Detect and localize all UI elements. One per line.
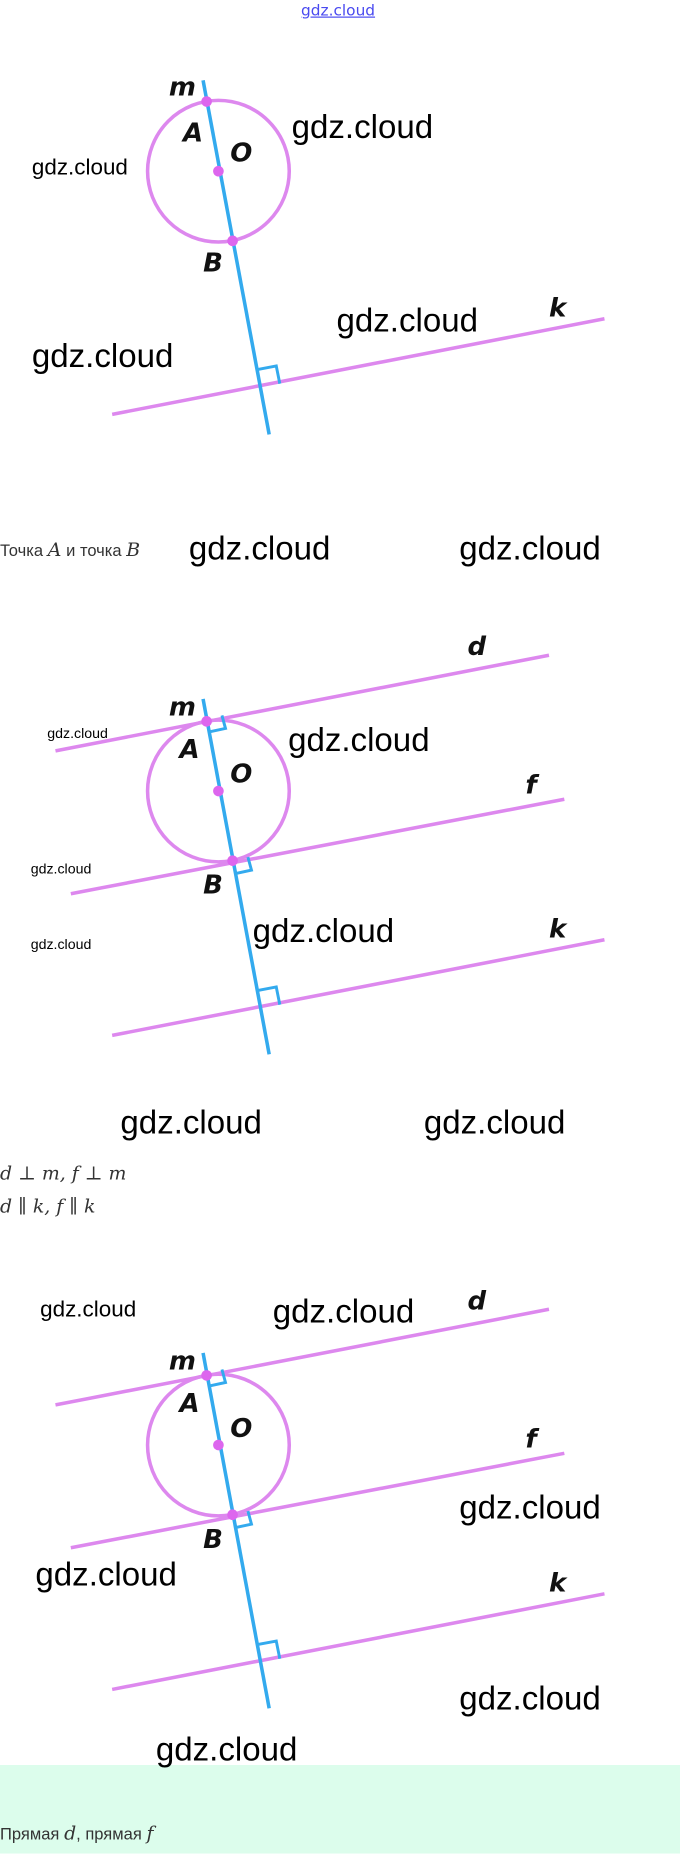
point-o [213, 785, 224, 797]
watermark: gdz.cloud [30, 860, 92, 878]
label-b: B [203, 1525, 223, 1555]
watermark: gdz.cloud [459, 530, 601, 567]
line-m [201, 698, 271, 1055]
watermark: gdz.cloud [459, 1488, 601, 1526]
watermark: gdz.cloud [423, 1103, 566, 1141]
watermark: gdz.cloud [459, 1679, 601, 1717]
watermark: gdz.cloud [120, 1103, 262, 1141]
figure-1: m A O B k [111, 73, 605, 435]
site-link[interactable]: gdz.cloud [301, 2, 376, 21]
point-b [227, 1509, 238, 1521]
line-k [111, 1592, 605, 1692]
label-k: k [549, 914, 568, 944]
label-b: B [203, 871, 223, 901]
line-d [55, 653, 550, 753]
label-k: k [549, 293, 568, 323]
label-d: d [468, 1286, 487, 1316]
label-f: f [525, 1424, 540, 1454]
point-b [227, 235, 238, 247]
line-m [201, 79, 271, 435]
label-a: A [177, 1389, 199, 1419]
watermark: gdz.cloud [272, 1292, 415, 1330]
answer-box [0, 1764, 680, 1854]
statement-1: Точка A и точка B [0, 538, 141, 561]
line-f [70, 1451, 565, 1550]
label-m: m [169, 73, 196, 103]
point-a [201, 96, 212, 107]
figure-2: d m A O f B k [55, 632, 605, 1055]
label-a: A [177, 735, 199, 765]
parallel-statement: d ∥ k, f ∥ k [0, 1194, 96, 1218]
label-f: f [525, 770, 540, 800]
perpendicular-statement: d ⊥ m, f ⊥ m [0, 1161, 127, 1185]
watermark: gdz.cloud [188, 530, 331, 567]
watermark: gdz.cloud [252, 912, 395, 950]
watermark: gdz.cloud [30, 936, 92, 953]
label-m: m [169, 692, 196, 722]
watermark: gdz.cloud [40, 1297, 137, 1323]
right-angle-mark [257, 985, 282, 1005]
watermark: gdz.cloud [35, 1556, 177, 1593]
line-d [55, 1307, 550, 1407]
point-o [213, 165, 224, 177]
line-k [111, 938, 605, 1038]
label-b: B [203, 249, 223, 279]
circle-o [145, 1372, 292, 1518]
figure-3: d m A O f B k [55, 1286, 605, 1709]
watermark: gdz.cloud [336, 302, 478, 339]
right-angle-mark [234, 1510, 254, 1530]
watermark: gdz.cloud [47, 724, 108, 742]
watermark: gdz.cloud [31, 155, 128, 181]
watermark: gdz.cloud [291, 108, 434, 146]
label-k: k [549, 1568, 568, 1598]
right-angle-mark [257, 1639, 282, 1660]
label-o: O [230, 1414, 252, 1444]
label-a: A [181, 119, 203, 149]
watermark: gdz.cloud [288, 721, 430, 758]
watermark: gdz.cloud [31, 337, 174, 375]
point-b [227, 855, 238, 866]
point-a [201, 1370, 212, 1381]
circle-o [145, 98, 292, 244]
label-m: m [169, 1346, 196, 1376]
line-m [201, 1352, 271, 1709]
right-angle-mark [208, 715, 228, 734]
watermark: gdz.cloud [155, 1730, 298, 1768]
point-a [201, 716, 212, 727]
label-o: O [230, 139, 252, 169]
point-o [213, 1439, 224, 1451]
right-angle-mark [257, 364, 282, 384]
line-k [111, 317, 605, 417]
answer-text: Прямая d, прямая f [0, 1821, 154, 1845]
line-f [70, 797, 565, 896]
right-angle-mark [208, 1369, 228, 1388]
label-o: O [230, 760, 252, 790]
circle-o [145, 718, 292, 864]
right-angle-mark [234, 856, 254, 876]
label-d: d [468, 632, 487, 662]
